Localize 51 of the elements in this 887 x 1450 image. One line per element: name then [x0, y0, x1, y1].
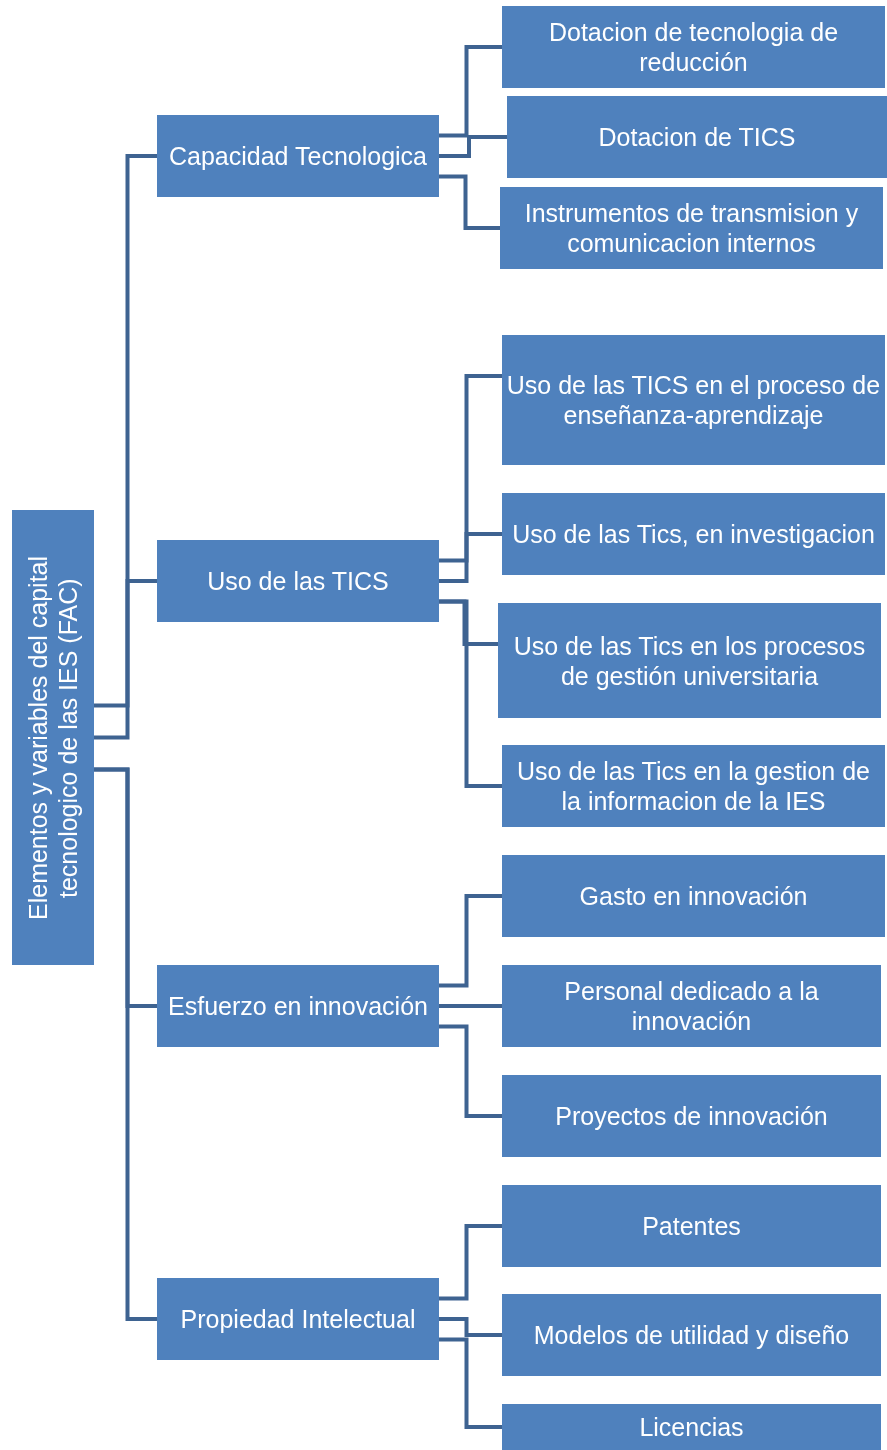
- box-label: Elementos y variables del capital tecnologico de las IES (FAC): [23, 554, 83, 922]
- box-label: Uso de las Tics en la gestion de la informacion de la IES: [516, 756, 871, 816]
- connector-line: [94, 154, 157, 708]
- connector-line: [439, 1004, 502, 1008]
- category-box: [500, 187, 883, 269]
- box-label: Capacidad Tecnologica: [167, 141, 429, 171]
- connector-line: [439, 1024, 502, 1118]
- box-label: Modelos de utilidad y diseño: [532, 1320, 851, 1350]
- box-label: Dotacion de TICS: [597, 122, 797, 152]
- category-box: [502, 1404, 881, 1450]
- connector-line: [94, 767, 157, 1321]
- category-box: [502, 1075, 881, 1157]
- connector-line: [439, 174, 500, 230]
- box-label: Uso de las TICS en el proceso de enseñanza-aprendizaje: [505, 370, 882, 430]
- connector-line: [439, 45, 502, 138]
- box-label: Uso de las Tics en los procesos de gestión universitaria: [512, 630, 867, 691]
- category-box: [502, 493, 885, 575]
- box-label: Uso de las TICS: [206, 566, 390, 596]
- connector-line: [94, 579, 157, 740]
- root-box: [12, 510, 94, 965]
- connector-line: [439, 1317, 502, 1337]
- category-box: [502, 1185, 881, 1267]
- category-box: [157, 115, 439, 197]
- category-box: [502, 6, 885, 88]
- category-box: [502, 965, 881, 1047]
- category-box: [502, 335, 885, 465]
- connector-line: [439, 374, 502, 563]
- category-box: [157, 965, 439, 1047]
- category-box: [502, 745, 885, 827]
- category-box: [502, 1294, 881, 1376]
- connector-line: [439, 1337, 502, 1429]
- category-box: [157, 1278, 439, 1360]
- connector-line: [439, 894, 502, 988]
- category-box: [498, 603, 881, 718]
- category-box: [157, 540, 439, 622]
- category-box: [502, 855, 885, 937]
- connector-line: [439, 135, 507, 158]
- box-label: Propiedad Intelectual: [179, 1304, 417, 1334]
- category-box: [507, 96, 887, 178]
- box-label: Gasto en innovación: [578, 881, 809, 911]
- box-label: Proyectos de innovación: [554, 1101, 829, 1131]
- connector-line: [439, 1224, 502, 1301]
- connector-line: [439, 599, 502, 788]
- box-label: Licencias: [638, 1412, 745, 1442]
- box-label: Esfuerzo en innovación: [167, 991, 429, 1021]
- box-label: Instrumentos de transmision y comunicacion internos: [523, 198, 860, 258]
- box-label: Dotacion de tecnologia de reducción: [547, 17, 840, 77]
- box-label: Personal dedicado a la innovación: [563, 976, 820, 1036]
- box-label: Uso de las Tics, en investigacion: [511, 519, 876, 549]
- connector-line: [439, 532, 502, 583]
- box-label: Patentes: [641, 1211, 742, 1241]
